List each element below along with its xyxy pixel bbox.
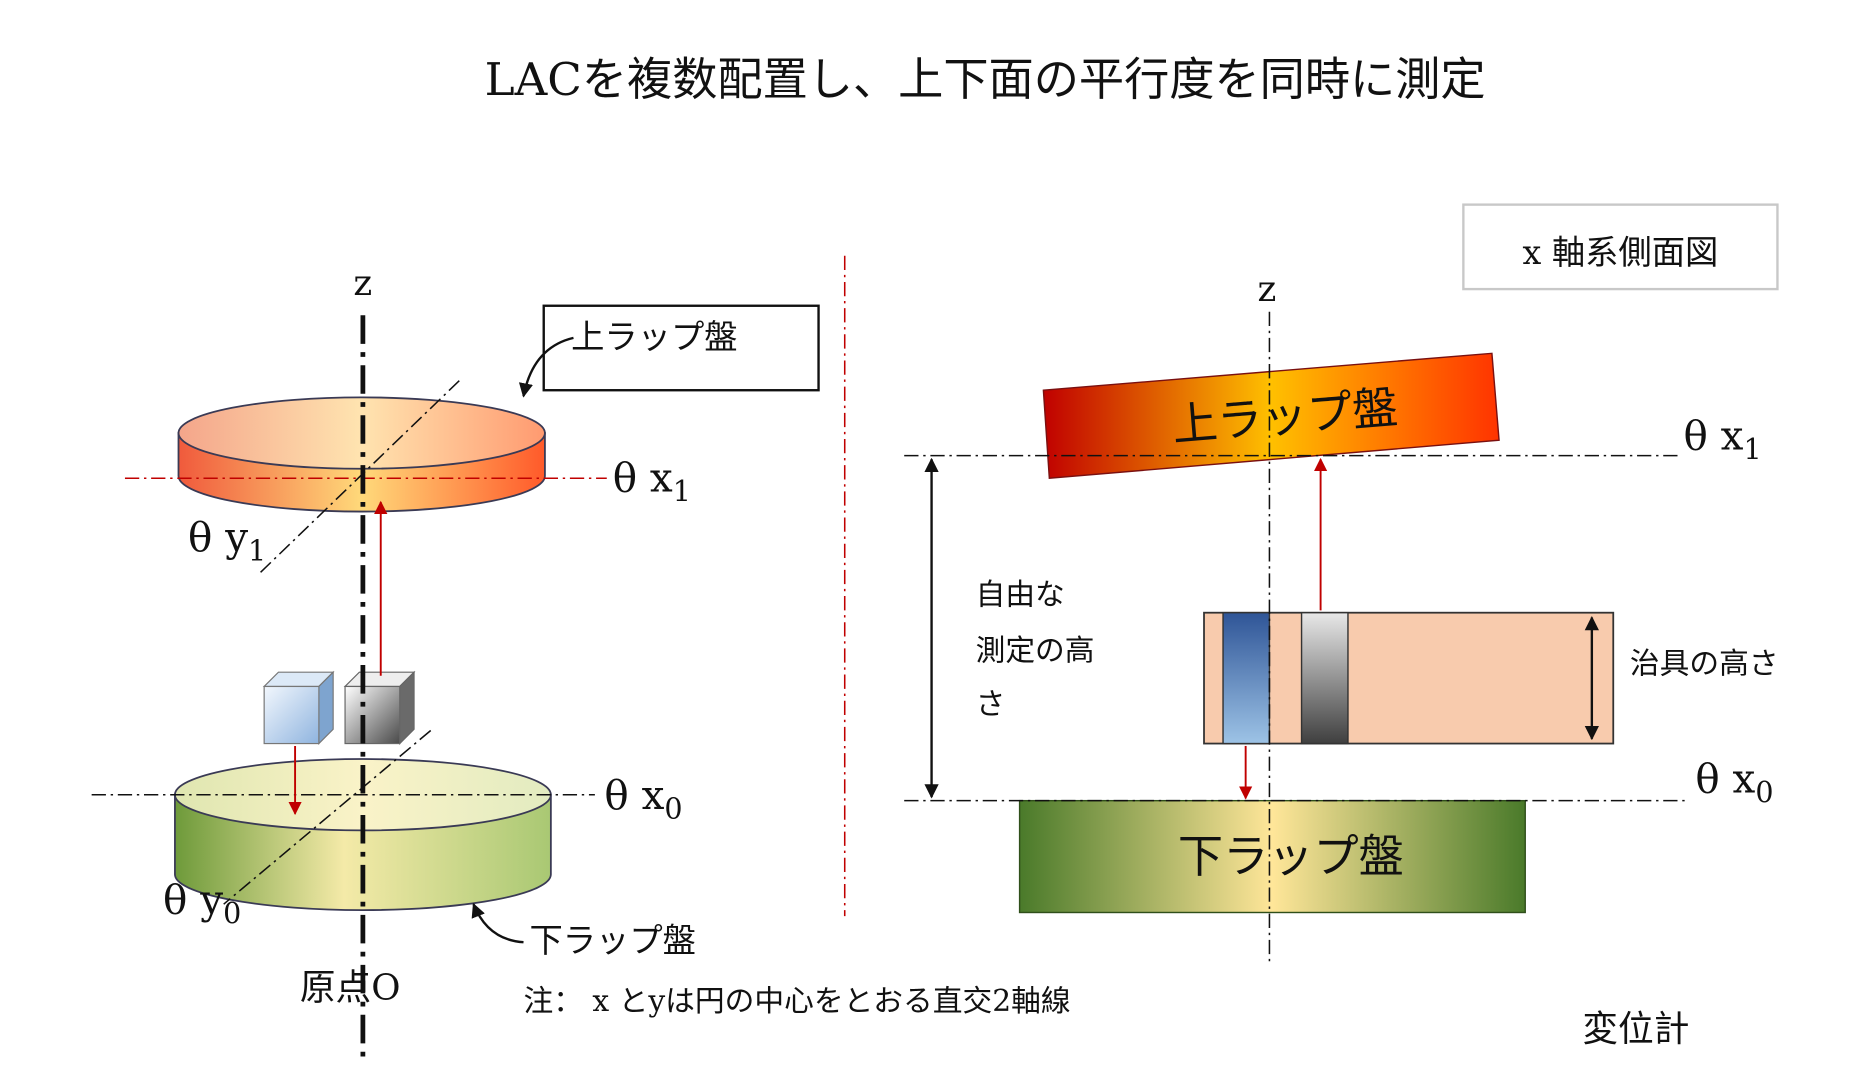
blue-cube-front (263, 685, 320, 745)
left-theta-x1-label: θ x1 (613, 453, 691, 508)
right-theta-x0-main: θ x (1695, 754, 1755, 802)
right-upper-lap-plate: 上ラップ盤 (1042, 352, 1500, 480)
free-height-line-3: さ (976, 687, 1006, 722)
right-theta-x1-label: θ x1 (1683, 412, 1761, 467)
lower-lap-plate-label: 下ラップ盤 (1178, 830, 1404, 883)
left-theta-x0-label: θ x0 (604, 771, 682, 826)
left-sensor-gray-cube (343, 670, 416, 745)
right-theta-x1-sub: 1 (1743, 432, 1761, 466)
left-theta-y1-label: θ y1 (188, 513, 266, 568)
upper-lap-plate-body (1042, 352, 1500, 480)
lower-lap-callout-arrow (471, 902, 524, 944)
upper-lap-callout-text: 上ラップ盤 (571, 318, 737, 357)
left-theta-y1-main: θ y (188, 513, 248, 561)
left-z-label: z (353, 263, 372, 304)
right-theta-x0-sub: 0 (1755, 775, 1773, 809)
right-lower-lap-plate: 下ラップ盤 (1018, 799, 1526, 914)
right-theta-x0-label: θ x0 (1695, 754, 1773, 809)
left-theta-y1-axis (258, 380, 460, 574)
left-theta-y1-sub: 1 (248, 533, 266, 567)
upper-lap-callout-box (542, 304, 820, 392)
side-view-label: x 軸系側面図 (1522, 233, 1718, 272)
sensor-gray-bar (1300, 611, 1349, 745)
origin-label: 原点O (300, 967, 401, 1008)
fixture-body (1203, 611, 1615, 745)
side-view-label-box (1462, 203, 1779, 291)
left-sensor-blue-cube (262, 670, 335, 745)
page-title: LACを複数配置し、上下面の平行度を同時に測定 (485, 53, 1486, 106)
left-theta-x1-sub: 1 (673, 474, 691, 508)
left-theta-x0-main: θ x (604, 771, 664, 819)
fixture (1203, 611, 1615, 745)
sensor-label: 変位計 (1582, 1009, 1689, 1050)
free-height-line-2: 測定の高 (976, 633, 1095, 668)
lower-lap-label: 下ラップ盤 (529, 921, 695, 960)
lower-lap-plate-body (1018, 799, 1526, 914)
axis-note: 注： x とyは円の中心をとおる直交2軸線 (524, 984, 1071, 1019)
upper-lap-callout-arrow (518, 336, 574, 398)
left-theta-y0-sub: 0 (223, 896, 241, 930)
left-theta-y0-axis (223, 729, 432, 905)
free-height-line-1: 自由な (976, 577, 1065, 612)
left-theta-y0-main: θ y (163, 876, 223, 924)
right-z-label: z (1258, 269, 1277, 310)
left-theta-x0-sub: 0 (664, 792, 682, 826)
fixture-height-label: 治具の高さ (1630, 646, 1779, 681)
left-theta-y0-label: θ y0 (163, 876, 241, 931)
sensor-blue-bar (1222, 611, 1271, 745)
right-theta-x1-main: θ x (1683, 412, 1743, 460)
right-side-view: x 軸系側面図 z 上ラップ盤 下ラップ盤 θ x1 θ x0 自由な (904, 203, 1779, 1050)
left-theta-x1-main: θ x (613, 453, 673, 501)
left-3d-view: z θ x1 θ y1 上ラップ盤 θ x0 (91, 263, 1071, 1065)
gray-cube-front (344, 685, 401, 745)
